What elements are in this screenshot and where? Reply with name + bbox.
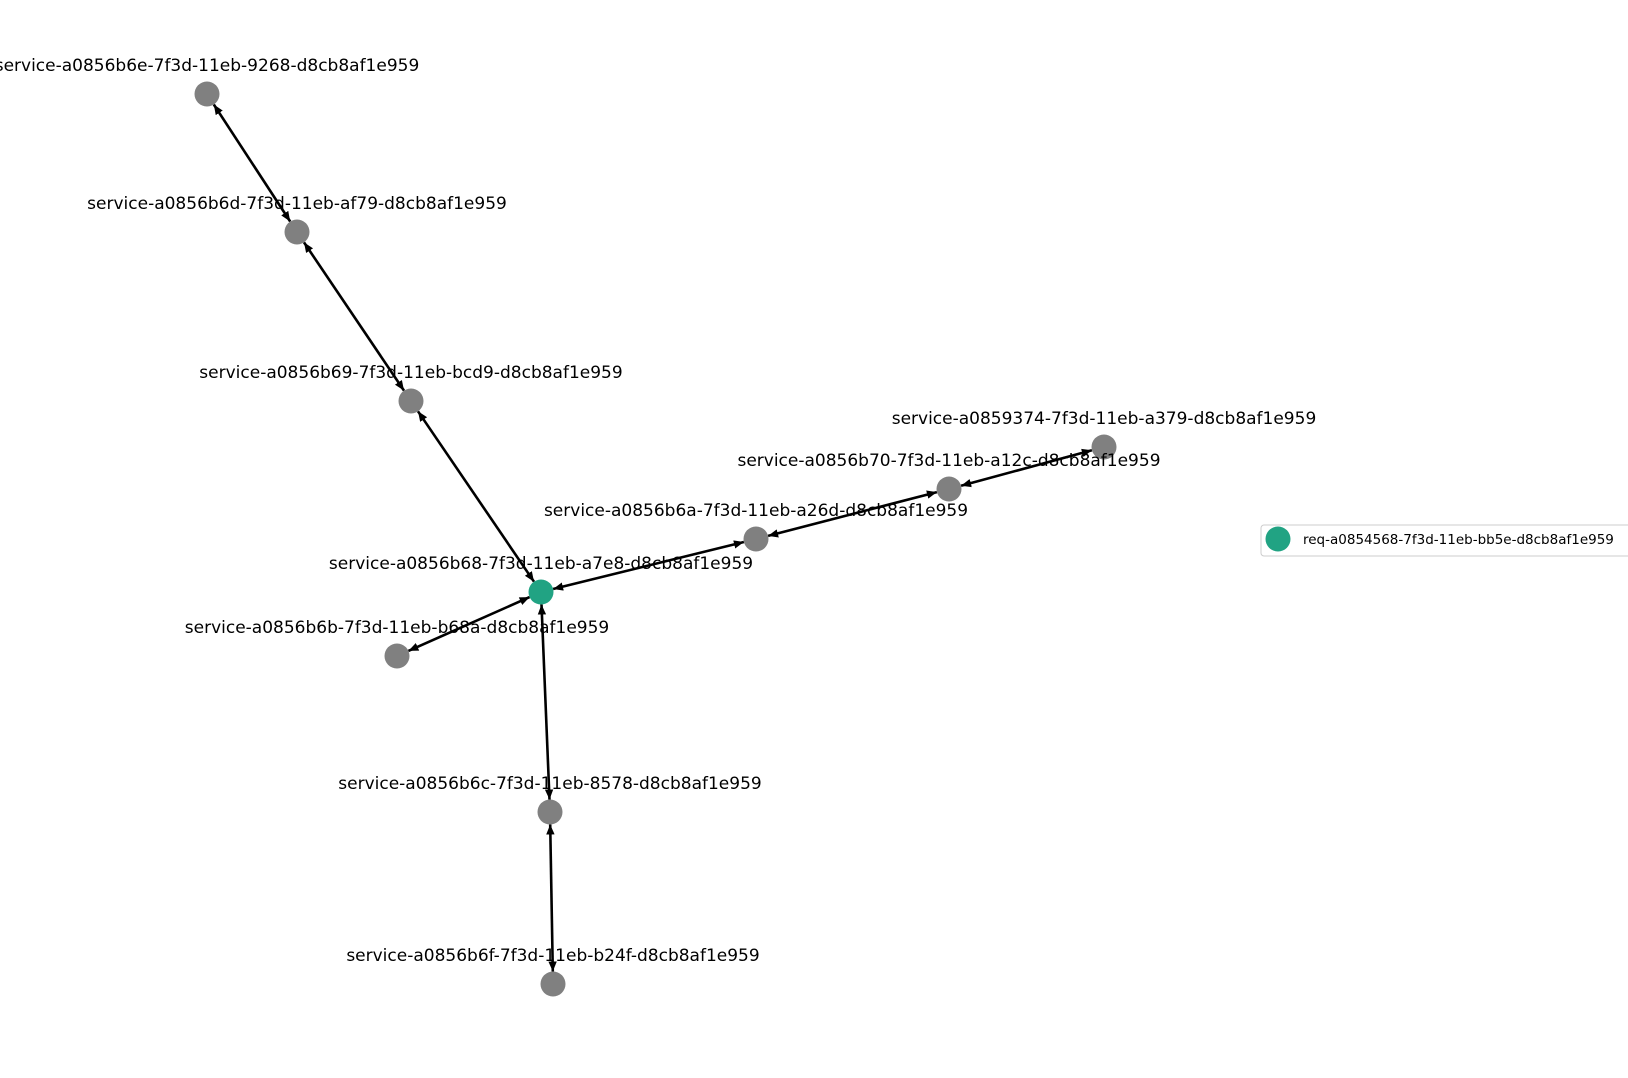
edge-n7-n9 bbox=[537, 604, 554, 800]
node-n10 bbox=[540, 971, 566, 997]
edge-n2-n3 bbox=[302, 241, 406, 392]
legend-marker bbox=[1265, 526, 1291, 552]
node-n6 bbox=[743, 526, 769, 552]
node-n7 bbox=[528, 579, 554, 605]
node-n3 bbox=[398, 388, 424, 414]
node-label-n8: service-a0856b6b-7f3d-11eb-b68a-d8cb8af1… bbox=[185, 618, 609, 638]
node-label-n1: service-a0856b6e-7f3d-11eb-9268-d8cb8af1… bbox=[0, 56, 419, 76]
node-n8 bbox=[384, 643, 410, 669]
edge-n4-n5 bbox=[960, 448, 1093, 488]
node-label-n3: service-a0856b69-7f3d-11eb-bcd9-d8cb8af1… bbox=[199, 363, 622, 383]
node-label-n5: service-a0856b70-7f3d-11eb-a12c-d8cb8af1… bbox=[737, 451, 1160, 471]
node-label-n9: service-a0856b6c-7f3d-11eb-8578-d8cb8af1… bbox=[338, 774, 761, 794]
node-n5 bbox=[936, 476, 962, 502]
edges-layer bbox=[212, 103, 1093, 972]
nodes-layer bbox=[194, 81, 1117, 997]
edge-n6-n7 bbox=[552, 540, 745, 591]
edge-n9-n10 bbox=[546, 824, 557, 972]
node-n2 bbox=[284, 219, 310, 245]
edge-n5-n6 bbox=[767, 490, 938, 538]
node-n9 bbox=[537, 799, 563, 825]
edge-n3-n7 bbox=[416, 410, 536, 583]
legend-frame bbox=[1260, 524, 1628, 557]
node-n4 bbox=[1091, 434, 1117, 460]
node-label-n7: service-a0856b68-7f3d-11eb-a7e8-d8cb8af1… bbox=[329, 554, 753, 574]
node-label-n2: service-a0856b6d-7f3d-11eb-af79-d8cb8af1… bbox=[87, 194, 507, 214]
node-label-n4: service-a0859374-7f3d-11eb-a379-d8cb8af1… bbox=[892, 409, 1317, 429]
node-label-n10: service-a0856b6f-7f3d-11eb-b24f-d8cb8af1… bbox=[346, 946, 759, 966]
legend-label: req-a0854568-7f3d-11eb-bb5e-d8cb8af1e959 bbox=[1303, 532, 1614, 548]
edge-n1-n2 bbox=[212, 103, 292, 223]
node-n1 bbox=[194, 81, 220, 107]
legend: req-a0854568-7f3d-11eb-bb5e-d8cb8af1e959 bbox=[1260, 524, 1628, 557]
edge-n7-n8 bbox=[407, 595, 531, 653]
labels-layer: service-a0856b6e-7f3d-11eb-9268-d8cb8af1… bbox=[0, 56, 1316, 966]
node-label-n6: service-a0856b6a-7f3d-11eb-a26d-d8cb8af1… bbox=[544, 501, 968, 521]
